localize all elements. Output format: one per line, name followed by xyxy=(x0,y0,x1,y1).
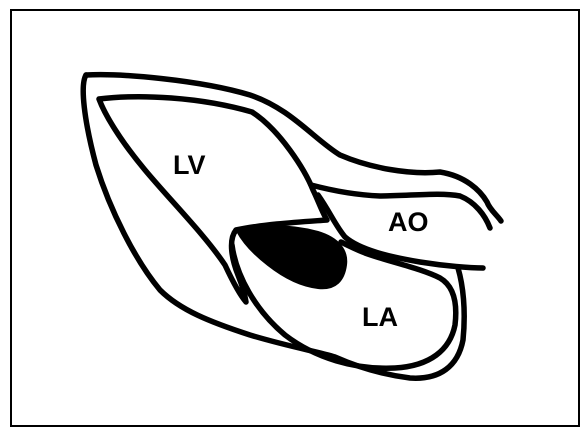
label-lv: LV xyxy=(173,150,206,180)
left-atrial-mass xyxy=(237,226,346,288)
label-la: LA xyxy=(362,302,398,332)
label-ao: AO xyxy=(388,207,429,237)
